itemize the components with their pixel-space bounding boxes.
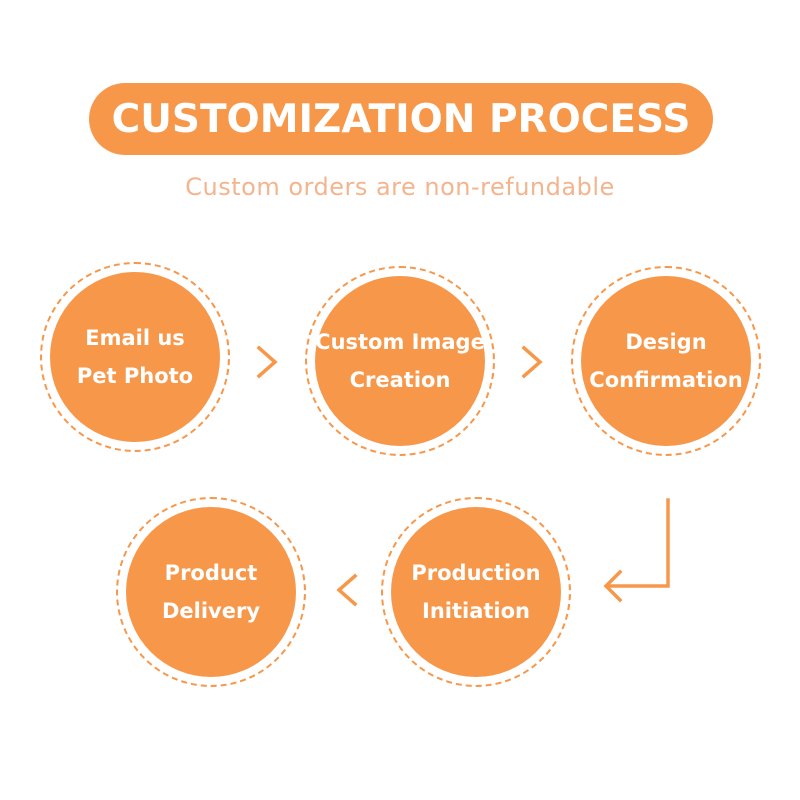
step-circle: Production Initiation (391, 507, 561, 677)
step-label-line1: Production (411, 561, 541, 585)
page-subtitle: Custom orders are non-refundable (185, 173, 615, 201)
chevron-right-icon (256, 345, 278, 379)
step-dashed-ring (381, 497, 571, 687)
corner-down-left-arrow-icon (603, 498, 670, 603)
step-dashed-ring (305, 266, 495, 456)
step-label-line1: Custom Image (315, 330, 485, 354)
step-label-line2: Pet Photo (76, 364, 194, 388)
page-title: CUSTOMIZATION PROCESS (111, 96, 691, 142)
step-circle: Design Confirmation (581, 276, 751, 446)
title-banner: CUSTOMIZATION PROCESS (89, 83, 713, 155)
step-design-confirmation: Design Confirmation (571, 266, 761, 456)
chevron-right-icon (521, 345, 543, 379)
step-custom-image-creation: Custom Image Creation (305, 266, 495, 456)
step-label-line2: Delivery (161, 599, 261, 623)
step-label-line2: Initiation (422, 599, 530, 623)
step-circle: Email us Pet Photo (50, 272, 220, 442)
step-circle: Custom Image Creation (315, 276, 485, 446)
step-label-line2: Creation (349, 368, 451, 392)
step-dashed-ring (40, 262, 230, 452)
step-label-line1: Design (625, 330, 707, 354)
step-production-initiation: Production Initiation (381, 497, 571, 687)
step-circle: Product Delivery (126, 507, 296, 677)
step-label-line1: Product (164, 561, 258, 585)
step-dashed-ring (116, 497, 306, 687)
step-product-delivery: Product Delivery (116, 497, 306, 687)
step-label-line1: Email us (85, 326, 185, 350)
chevron-left-icon (336, 573, 358, 607)
step-label-line2: Confirmation (589, 368, 743, 392)
step-email-pet-photo: Email us Pet Photo (40, 262, 230, 452)
step-dashed-ring (571, 266, 761, 456)
